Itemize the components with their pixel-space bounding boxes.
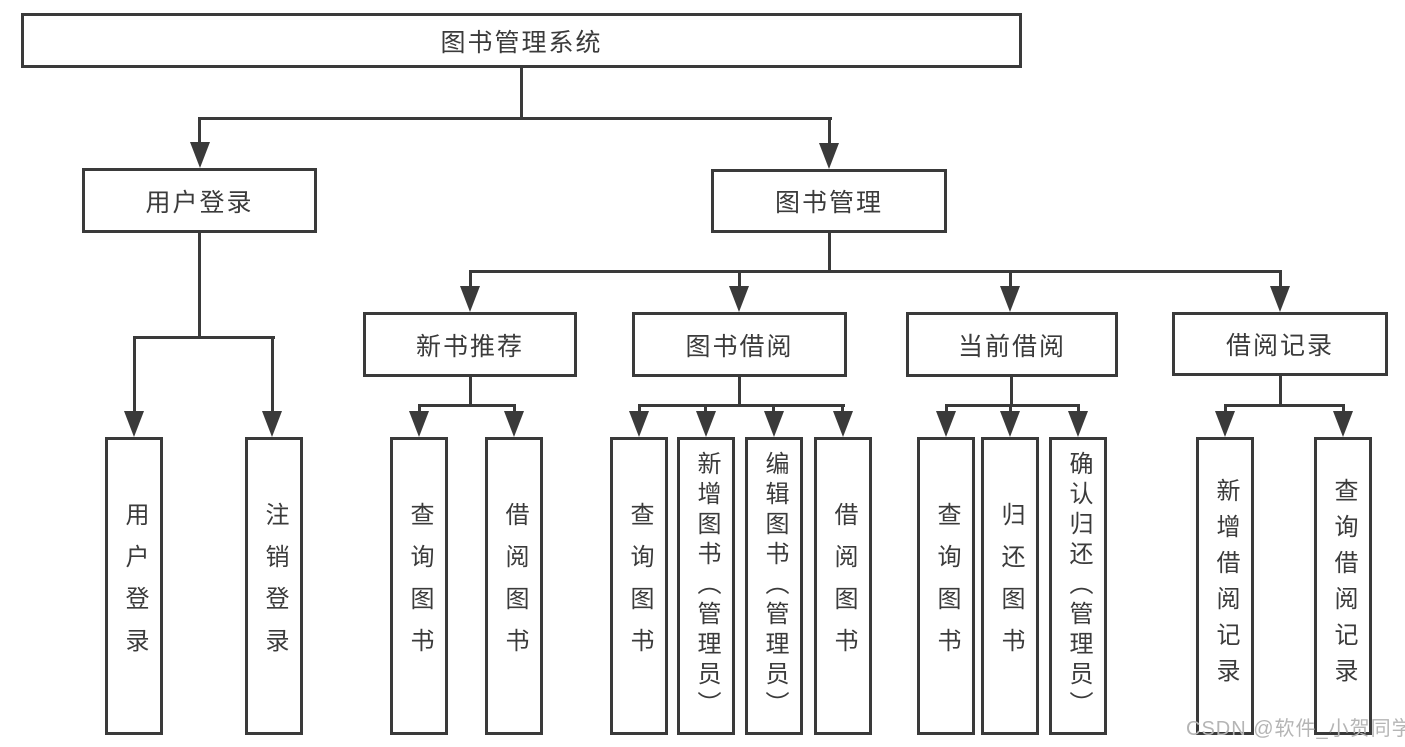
arrowhead-icon bbox=[409, 411, 429, 437]
arrowhead-icon bbox=[819, 143, 839, 169]
connector-group-bar bbox=[418, 404, 516, 407]
node-rec-query-books: 查询图书 bbox=[390, 437, 448, 735]
node-logout-label: 注销登录 bbox=[261, 502, 288, 670]
connector-leaf-drop bbox=[418, 404, 421, 413]
node-query-borrow-record-label: 查询借阅记录 bbox=[1330, 478, 1357, 694]
node-user-login-leaf-label: 用户登录 bbox=[121, 502, 148, 670]
node-logout: 注销登录 bbox=[245, 437, 303, 735]
watermark: CSDN @软件_小贺同学 bbox=[1186, 718, 1405, 740]
connector-root-stem bbox=[520, 68, 523, 117]
connector-leaf-drop bbox=[638, 404, 641, 413]
node-library-system-label: 图书管理系统 bbox=[440, 28, 603, 57]
node-query-borrow-record: 查询借阅记录 bbox=[1314, 437, 1372, 735]
connector-leaf-drop bbox=[945, 404, 948, 413]
connector-level3-drop bbox=[1279, 270, 1282, 288]
connector-level3-drop bbox=[469, 270, 472, 288]
node-borrow-records: 借阅记录 bbox=[1172, 312, 1388, 376]
node-borrow-records-label: 借阅记录 bbox=[1225, 332, 1334, 360]
node-new-book-recommend: 新书推荐 bbox=[363, 312, 577, 377]
node-book-management-label: 图书管理 bbox=[774, 189, 883, 217]
connector-user-login-drop bbox=[198, 117, 201, 145]
node-new-book-recommend-label: 新书推荐 bbox=[415, 332, 524, 361]
node-bb-add-book-admin-label: 新增图书（管理员） bbox=[693, 451, 720, 721]
arrowhead-icon bbox=[1068, 411, 1088, 437]
node-bb-borrow-books-label: 借阅图书 bbox=[830, 502, 857, 670]
arrowhead-icon bbox=[460, 286, 480, 312]
connector-group-stem bbox=[738, 377, 741, 406]
node-book-management: 图书管理 bbox=[711, 169, 947, 233]
node-add-borrow-record-label: 新增借阅记录 bbox=[1212, 478, 1239, 694]
node-user-login-label: 用户登录 bbox=[145, 188, 254, 217]
node-bb-add-book-admin: 新增图书（管理员） bbox=[677, 437, 735, 735]
arrowhead-icon bbox=[729, 286, 749, 312]
arrowhead-icon bbox=[262, 411, 282, 437]
connector-user-login-stem bbox=[198, 233, 201, 337]
connector-level3-drop bbox=[738, 270, 741, 288]
arrowhead-icon bbox=[1270, 286, 1290, 312]
node-bb-query-books-label: 查询图书 bbox=[626, 502, 653, 670]
arrowhead-icon bbox=[504, 411, 524, 437]
connector-leaf-drop bbox=[841, 404, 844, 413]
connector-level3-bar bbox=[469, 270, 1282, 273]
connector-group-bar bbox=[945, 404, 1080, 407]
node-cb-confirm-return-admin: 确认归还（管理员） bbox=[1049, 437, 1107, 735]
node-bb-borrow-books: 借阅图书 bbox=[814, 437, 872, 735]
node-cb-confirm-return-admin-label: 确认归还（管理员） bbox=[1065, 451, 1092, 721]
node-current-borrowing: 当前借阅 bbox=[906, 312, 1118, 377]
arrowhead-icon bbox=[1215, 411, 1235, 437]
arrowhead-icon bbox=[1000, 286, 1020, 312]
node-add-borrow-record: 新增借阅记录 bbox=[1196, 437, 1254, 735]
node-book-borrowing-label: 图书借阅 bbox=[685, 332, 794, 361]
arrowhead-icon bbox=[124, 411, 144, 437]
node-rec-borrow-books: 借阅图书 bbox=[485, 437, 543, 735]
arrowhead-icon bbox=[696, 411, 716, 437]
connector-leaf-drop bbox=[1077, 404, 1080, 413]
node-rec-borrow-books-label: 借阅图书 bbox=[501, 502, 528, 670]
arrowhead-icon bbox=[190, 142, 210, 168]
connector-leaf-drop bbox=[1009, 404, 1012, 413]
node-bb-query-books: 查询图书 bbox=[610, 437, 668, 735]
connector-leaf-drop bbox=[772, 404, 775, 413]
node-cb-return-books-label: 归还图书 bbox=[997, 502, 1024, 670]
arrowhead-icon bbox=[833, 411, 853, 437]
node-cb-query-books: 查询图书 bbox=[917, 437, 975, 735]
arrowhead-icon bbox=[764, 411, 784, 437]
node-rec-query-books-label: 查询图书 bbox=[406, 502, 433, 670]
node-user-login: 用户登录 bbox=[82, 168, 317, 233]
connector-leaf-drop bbox=[1224, 404, 1227, 413]
arrowhead-icon bbox=[629, 411, 649, 437]
node-cb-query-books-label: 查询图书 bbox=[933, 502, 960, 670]
node-bb-edit-book-admin: 编辑图书（管理员） bbox=[745, 437, 803, 735]
connector-book-mgmt-drop bbox=[828, 117, 831, 145]
connector-leaf-drop bbox=[513, 404, 516, 413]
node-book-borrowing: 图书借阅 bbox=[632, 312, 847, 377]
connector-group-bar bbox=[638, 404, 845, 407]
arrowhead-icon bbox=[936, 411, 956, 437]
connector-leaf-drop bbox=[133, 336, 136, 412]
node-library-system: 图书管理系统 bbox=[21, 13, 1022, 68]
node-user-login-leaf: 用户登录 bbox=[105, 437, 163, 735]
connector-leaf-drop bbox=[1342, 404, 1345, 413]
connector-leaf-drop bbox=[271, 336, 274, 412]
arrowhead-icon bbox=[1000, 411, 1020, 437]
node-bb-edit-book-admin-label: 编辑图书（管理员） bbox=[761, 451, 788, 721]
connector-group-stem bbox=[1010, 377, 1013, 406]
connector-user-login-bar bbox=[133, 336, 275, 339]
node-cb-return-books: 归还图书 bbox=[981, 437, 1039, 735]
connector-group-bar bbox=[1224, 404, 1345, 407]
connector-leaf-drop bbox=[704, 404, 707, 413]
connector-level2-bar bbox=[198, 117, 832, 120]
arrowhead-icon bbox=[1333, 411, 1353, 437]
connector-group-stem bbox=[469, 377, 472, 406]
connector-level3-drop bbox=[1009, 270, 1012, 288]
connector-group-stem bbox=[1279, 376, 1282, 406]
connector-book-mgmt-stem bbox=[828, 233, 831, 272]
node-current-borrowing-label: 当前借阅 bbox=[957, 332, 1066, 361]
